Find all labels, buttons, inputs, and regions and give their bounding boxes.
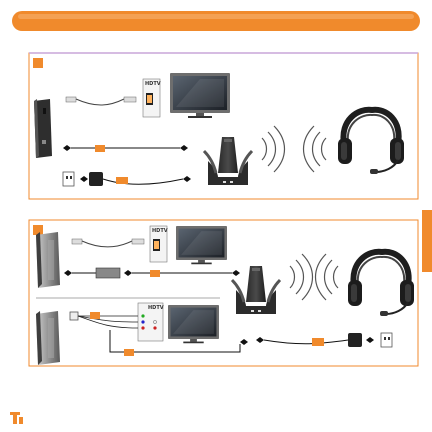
hdtv-monitor-icon [168, 305, 219, 343]
setup-panel-original: HDTV HDTV [29, 220, 418, 366]
page-header-bar [12, 11, 420, 31]
brand-logo [10, 412, 23, 424]
xbox-360-slim-console-icon [34, 99, 52, 158]
wireless-signal-icon [262, 126, 326, 172]
setup-panel-slim: HDTV [29, 53, 418, 199]
power-adapter-icon [80, 172, 191, 186]
wireless-base-station-icon [204, 137, 252, 185]
xbox-360-original-console-icon [36, 232, 60, 288]
power-adapter-icon [256, 333, 374, 347]
hdmi-port-icon: HDTV [150, 226, 168, 262]
gaming-headset-icon [338, 110, 404, 174]
component-port-icon: HDTV [138, 303, 164, 341]
step-1-badge [33, 58, 43, 68]
hdmi-port-icon: HDTV [143, 79, 161, 117]
hdtv-label: HDTV [152, 228, 168, 234]
component-cable-icon [70, 312, 138, 328]
gaming-headset-icon [348, 252, 414, 316]
hdtv-label: HDTV [148, 305, 164, 311]
power-outlet-icon [63, 172, 74, 186]
hdtv-monitor-icon [170, 73, 230, 118]
hdtv-monitor-icon [176, 226, 227, 264]
hdmi-cable-icon [66, 97, 136, 105]
hdmi-cable-icon [72, 239, 144, 247]
power-outlet-icon [381, 333, 392, 347]
wireless-signal-icon [290, 254, 338, 300]
hdtv-label: HDTV [145, 81, 161, 87]
section-tab [422, 210, 432, 272]
optical-cable-icon [63, 145, 188, 152]
xbox-360-original-console-icon [36, 311, 60, 365]
optical-cable-icon [64, 268, 240, 278]
